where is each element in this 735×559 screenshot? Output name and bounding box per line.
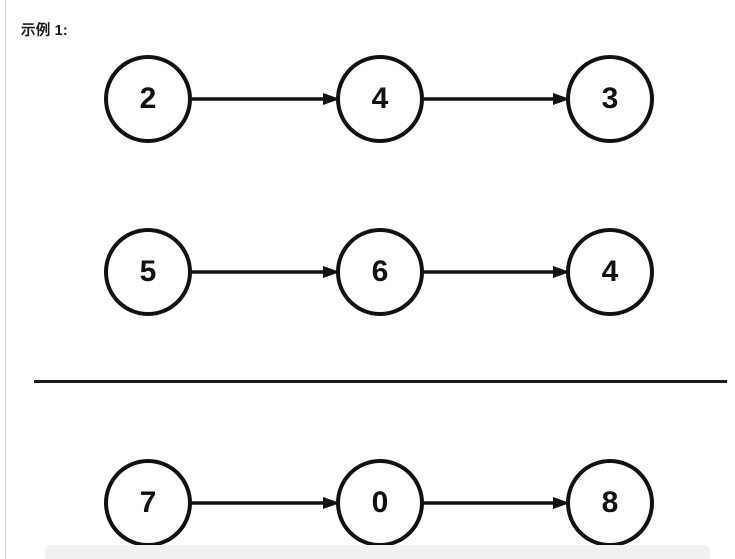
section-divider xyxy=(34,380,727,383)
arrow-right-icon xyxy=(424,266,570,278)
node-value: 5 xyxy=(139,255,157,288)
bottom-panel xyxy=(45,545,710,559)
list-node: 0 xyxy=(336,459,424,547)
list-node: 6 xyxy=(336,228,424,316)
list-node: 8 xyxy=(566,459,654,547)
left-edge-rule xyxy=(5,0,6,559)
arrow-right-icon xyxy=(192,93,340,105)
node-value: 0 xyxy=(371,486,389,519)
arrow-right-icon xyxy=(192,497,340,509)
node-value: 8 xyxy=(601,486,619,519)
node-value: 3 xyxy=(601,82,619,115)
page-title: 示例 1: xyxy=(21,23,68,39)
node-value: 4 xyxy=(601,255,619,288)
linked-list-row-3: 7 0 8 xyxy=(0,453,735,553)
linked-list-row-2: 5 6 4 xyxy=(0,222,735,322)
node-value: 2 xyxy=(139,82,157,115)
arrow-right-icon xyxy=(424,497,570,509)
linked-list-row-1: 2 4 3 xyxy=(0,49,735,149)
list-node: 7 xyxy=(104,459,192,547)
list-node: 3 xyxy=(566,55,654,143)
list-node: 4 xyxy=(566,228,654,316)
arrow-right-icon xyxy=(192,266,340,278)
node-value: 4 xyxy=(371,82,389,115)
node-value: 6 xyxy=(371,255,389,288)
arrow-right-icon xyxy=(424,93,570,105)
node-value: 7 xyxy=(139,486,157,519)
list-node: 2 xyxy=(104,55,192,143)
list-node: 4 xyxy=(336,55,424,143)
list-node: 5 xyxy=(104,228,192,316)
